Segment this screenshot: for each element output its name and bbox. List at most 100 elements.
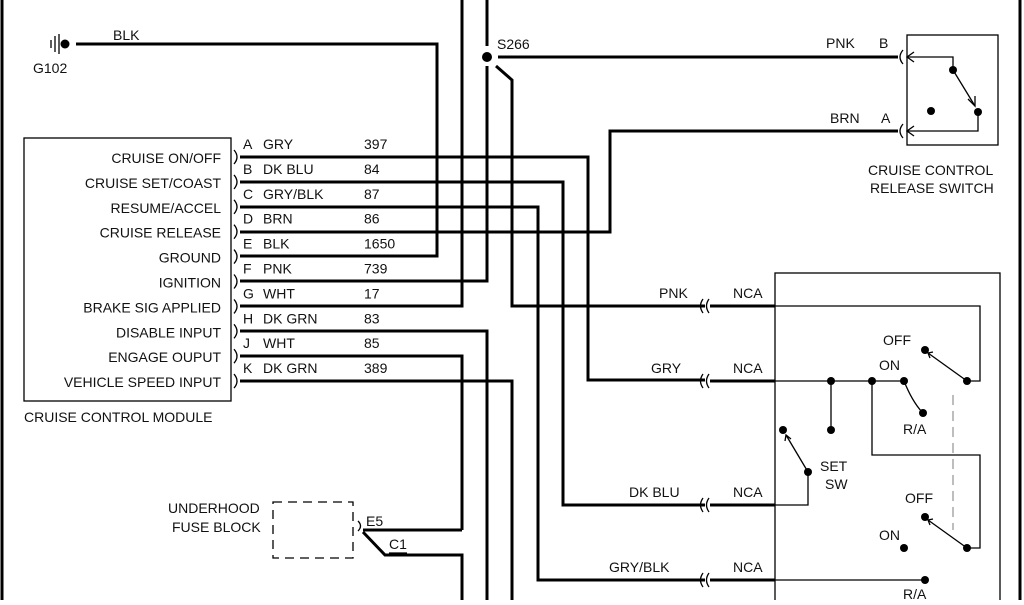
label-on-lower: ON bbox=[879, 527, 900, 543]
pin-circuit-number: 83 bbox=[364, 310, 380, 326]
pin-circuit-number: 87 bbox=[364, 186, 380, 202]
wire-f-pnk bbox=[240, 66, 489, 283]
mf-connector-label: NCA bbox=[733, 360, 763, 376]
ground-id-label: G102 bbox=[33, 60, 67, 76]
pin-letter: G bbox=[243, 285, 254, 301]
inline-connector-icon bbox=[699, 572, 710, 588]
module-pin-row: ENGAGE OUPUT J WHT 85 bbox=[108, 335, 380, 365]
pin-connector-icon bbox=[233, 348, 238, 364]
pin-circuit-number: 389 bbox=[364, 360, 388, 376]
pin-circuit-number: 86 bbox=[364, 211, 380, 227]
pin-connector-icon bbox=[233, 373, 238, 389]
module-pin-row: BRAKE SIG APPLIED G WHT 17 bbox=[83, 285, 380, 315]
release-switch-title-2: RELEASE SWITCH bbox=[870, 180, 994, 196]
mf-connector-label: NCA bbox=[733, 484, 763, 500]
label-ra-upper: R/A bbox=[903, 421, 927, 437]
label-off-upper: OFF bbox=[883, 332, 911, 348]
pin-connector-icon bbox=[233, 298, 238, 314]
pin-connector-icon bbox=[233, 249, 238, 265]
pin-connector-icon bbox=[233, 174, 238, 190]
pin-function: DISABLE INPUT bbox=[116, 324, 221, 340]
fuse-connector-label: C1 bbox=[389, 536, 407, 552]
upper-switch-arm bbox=[927, 352, 968, 382]
fuse-block-title-2: FUSE BLOCK bbox=[172, 519, 261, 535]
pin-letter: A bbox=[243, 136, 253, 152]
splice-id-label: S266 bbox=[497, 36, 530, 52]
release-a-pin: A bbox=[881, 110, 891, 126]
label-set-1: SET bbox=[820, 458, 848, 474]
mf-connector-label: NCA bbox=[733, 559, 763, 575]
pin-letter: D bbox=[243, 211, 253, 227]
wire-c-gry-blk bbox=[240, 205, 705, 582]
pin-function: CRUISE ON/OFF bbox=[111, 150, 221, 166]
pin-circuit-number: 1650 bbox=[364, 236, 395, 252]
pin-circuit-number: 397 bbox=[364, 136, 388, 152]
pin-function: VEHICLE SPEED INPUT bbox=[64, 374, 222, 390]
pin-wire-color: DK GRN bbox=[263, 310, 317, 326]
pin-letter: J bbox=[243, 335, 250, 351]
pin-function: BRAKE SIG APPLIED bbox=[83, 299, 221, 315]
pin-function: GROUND bbox=[159, 250, 221, 266]
pin-connector-icon bbox=[233, 224, 238, 240]
release-switch-contact-arrow bbox=[952, 69, 976, 107]
pin-circuit-number: 739 bbox=[364, 261, 388, 277]
mf-connector: PNK NCA bbox=[659, 285, 775, 314]
pin-letter: C bbox=[243, 186, 253, 202]
ground-wire-color-label: BLK bbox=[113, 27, 140, 43]
label-on-upper: ON bbox=[879, 357, 900, 373]
wire-a-gry bbox=[240, 155, 705, 382]
pin-circuit-number: 17 bbox=[364, 285, 380, 301]
pin-circuit-number: 85 bbox=[364, 335, 380, 351]
inline-connector-icon bbox=[699, 373, 710, 389]
pin-wire-color: GRY bbox=[263, 136, 294, 152]
underhood-fuse-block: UNDERHOOD FUSE BLOCK E5 C1 bbox=[168, 500, 464, 600]
wire-g-wht bbox=[240, 0, 464, 308]
pin-function: CRUISE RELEASE bbox=[100, 225, 221, 241]
mf-wire-color: GRY/BLK bbox=[609, 559, 670, 575]
pin-connector-icon bbox=[233, 199, 238, 215]
fuse-block-title-1: UNDERHOOD bbox=[168, 500, 260, 516]
pin-wire-color: BRN bbox=[263, 211, 293, 227]
release-a-color: BRN bbox=[830, 110, 860, 126]
wire-d-brn bbox=[240, 129, 898, 234]
label-off-lower: OFF bbox=[905, 490, 933, 506]
pin-letter: F bbox=[243, 261, 252, 277]
mf-wire-color: PNK bbox=[659, 285, 688, 301]
fuse-block-box bbox=[272, 501, 354, 559]
pin-wire-color: BLK bbox=[263, 236, 290, 252]
pin-wire-color: DK BLU bbox=[263, 161, 314, 177]
mf-wire-color: DK BLU bbox=[629, 484, 680, 500]
release-b-color: PNK bbox=[826, 35, 855, 51]
pin-function: ENGAGE OUPUT bbox=[108, 349, 221, 365]
fuse-terminal-label: E5 bbox=[366, 513, 383, 529]
pin-letter: E bbox=[243, 236, 252, 252]
pin-wire-color: WHT bbox=[263, 335, 295, 351]
inline-connector-icon bbox=[699, 497, 710, 513]
lower-switch-arm bbox=[927, 519, 968, 549]
pin-function: IGNITION bbox=[159, 275, 221, 291]
pin-connector-icon bbox=[233, 149, 238, 165]
label-set-2: SW bbox=[825, 476, 848, 492]
release-b-pin: B bbox=[879, 35, 888, 51]
wire-h-dk-grn bbox=[240, 329, 489, 600]
cruise-control-module-box bbox=[23, 137, 232, 402]
wire-splice-to-pnk-nca bbox=[495, 64, 705, 308]
fuse-terminal-icon bbox=[357, 520, 362, 532]
mf-connector-label: NCA bbox=[733, 285, 763, 301]
pin-function: CRUISE SET/COAST bbox=[85, 175, 222, 191]
pin-letter: B bbox=[243, 161, 252, 177]
wire-k-dk-grn bbox=[240, 379, 514, 600]
pin-wire-color: WHT bbox=[263, 285, 295, 301]
release-switch: PNK B BRN A CRUISE CONTROL RELEASE SWITC… bbox=[826, 34, 999, 196]
wire-j-wht bbox=[240, 354, 464, 530]
mf-connector: DK BLU NCA bbox=[629, 484, 775, 513]
mf-connector: GRY/BLK NCA bbox=[609, 559, 775, 588]
